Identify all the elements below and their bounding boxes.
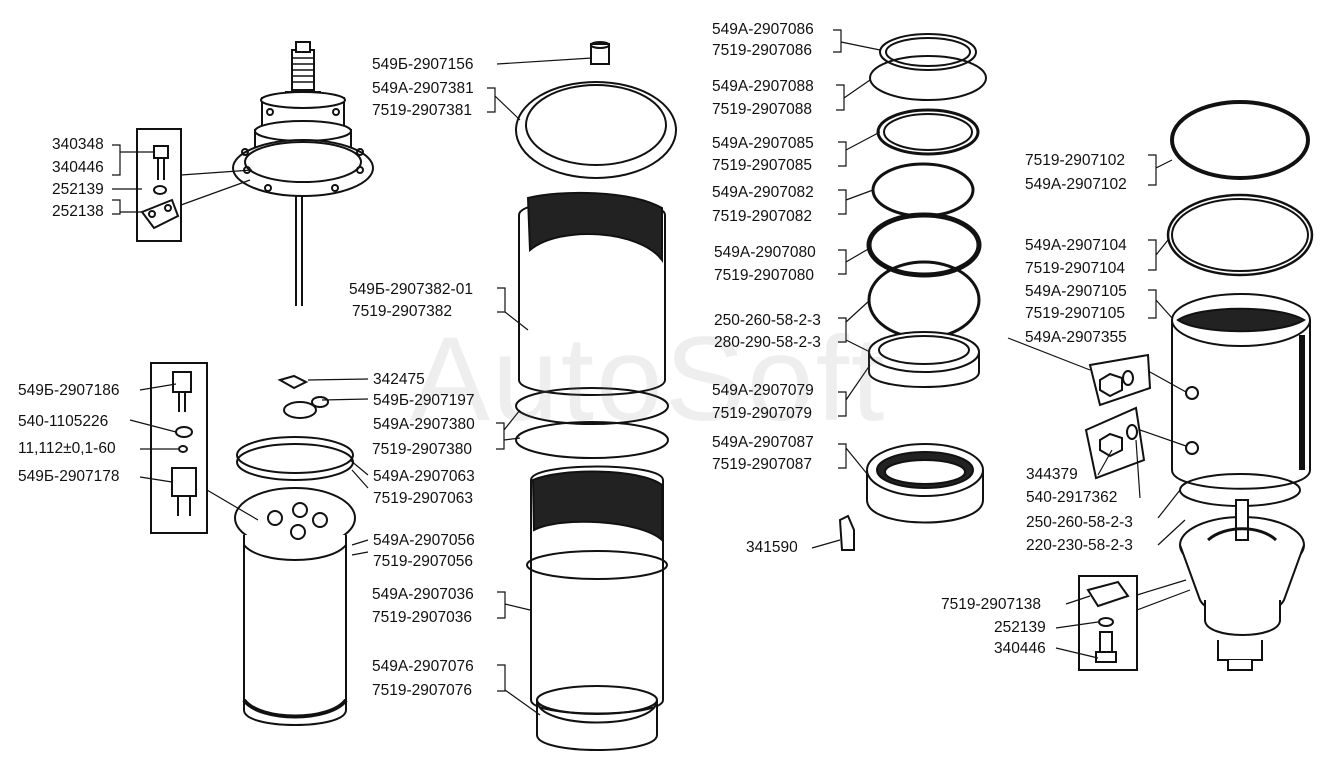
label-549a-2907104: 549А-2907104 bbox=[1025, 237, 1127, 254]
label-7519-2907381: 7519-2907381 bbox=[372, 102, 472, 119]
label-7519-2907085: 7519-2907085 bbox=[712, 157, 812, 174]
label-250-260-58-2-3-right: 250-260-58-2-3 bbox=[1026, 514, 1133, 531]
top-cap bbox=[515, 41, 677, 179]
label-549a-2907036: 549А-2907036 bbox=[372, 586, 474, 603]
label-549a-2907056: 549А-2907056 bbox=[373, 532, 475, 549]
label-7519-2907138: 7519-2907138 bbox=[941, 596, 1041, 613]
label-549a-2907079: 549А-2907079 bbox=[712, 382, 814, 399]
label-344379: 344379 bbox=[1026, 466, 1078, 483]
label-549a-2907088: 549А-2907088 bbox=[712, 78, 814, 95]
label-7519-2907082: 7519-2907082 bbox=[712, 208, 812, 225]
label-540-1105226: 540-1105226 bbox=[18, 413, 109, 430]
label-7519-2907036: 7519-2907036 bbox=[372, 609, 472, 626]
label-549a-2907087: 549А-2907087 bbox=[712, 434, 814, 451]
fastener-group-3 bbox=[1078, 353, 1191, 671]
leader-lines bbox=[112, 29, 1186, 716]
label-7519-2907382: 7519-2907382 bbox=[352, 303, 452, 320]
label-549a-2907105: 549А-2907105 bbox=[1025, 283, 1127, 300]
label-7519-2907076: 7519-2907076 bbox=[372, 682, 472, 699]
label-549b-2907156: 549Б-2907156 bbox=[372, 56, 474, 73]
label-252139-right: 252139 bbox=[994, 619, 1046, 636]
label-252139-left: 252139 bbox=[52, 181, 104, 198]
label-7519-2907079: 7519-2907079 bbox=[712, 405, 812, 422]
label-549a-2907380: 549А-2907380 bbox=[373, 416, 475, 433]
top-cover-assembly bbox=[232, 41, 374, 306]
label-7519-2907087: 7519-2907087 bbox=[712, 456, 812, 473]
label-250-260-58-2-3-center: 250-260-58-2-3 bbox=[714, 312, 821, 329]
label-341590: 341590 bbox=[746, 539, 798, 556]
label-549a-2907102: 549А-2907102 bbox=[1025, 176, 1127, 193]
upper-cylinder bbox=[515, 191, 669, 459]
label-7519-2907102: 7519-2907102 bbox=[1025, 152, 1125, 169]
fastener-group-1 bbox=[136, 128, 253, 242]
label-7519-2907105: 7519-2907105 bbox=[1025, 305, 1125, 322]
label-549a-2907080: 549А-2907080 bbox=[714, 244, 816, 261]
label-280-290-58-2-3: 280-290-58-2-3 bbox=[714, 334, 821, 351]
label-342475: 342475 bbox=[373, 371, 425, 388]
ring-stack bbox=[838, 33, 987, 551]
label-549a-2907082: 549А-2907082 bbox=[712, 184, 814, 201]
label-7519-2907056: 7519-2907056 bbox=[373, 553, 473, 570]
label-7519-2907063: 7519-2907063 bbox=[373, 490, 473, 507]
label-7519-2907088: 7519-2907088 bbox=[712, 101, 812, 118]
label-7519-2907380: 7519-2907380 bbox=[372, 441, 472, 458]
label-540-2917362: 540-2917362 bbox=[1026, 489, 1118, 506]
label-549b-2907178: 549Б-2907178 bbox=[18, 468, 120, 485]
label-7519-2907086: 7519-2907086 bbox=[712, 42, 812, 59]
left-cylinder bbox=[234, 374, 356, 726]
label-252138: 252138 bbox=[52, 203, 104, 220]
label-549b-2907186: 549Б-2907186 bbox=[18, 382, 120, 399]
label-549a-2907086: 549А-2907086 bbox=[712, 21, 814, 38]
label-220-230-58-2-3: 220-230-58-2-3 bbox=[1026, 537, 1133, 554]
label-7519-2907104: 7519-2907104 bbox=[1025, 260, 1125, 277]
label-7519-2907080: 7519-2907080 bbox=[714, 267, 814, 284]
label-549a-2907063: 549А-2907063 bbox=[373, 468, 475, 485]
label-549b-2907197: 549Б-2907197 bbox=[373, 392, 475, 409]
label-549a-2907085: 549А-2907085 bbox=[712, 135, 814, 152]
label-340348: 340348 bbox=[52, 136, 104, 153]
label-549b-2907382-01: 549Б-2907382-01 bbox=[349, 281, 473, 298]
label-340446-right: 340446 bbox=[994, 640, 1046, 657]
label-549a-2907381: 549А-2907381 bbox=[372, 80, 474, 97]
label-11-112: 11,112±0,1-60 bbox=[18, 440, 116, 457]
label-549a-2907076: 549А-2907076 bbox=[372, 658, 474, 675]
label-549a-2907355: 549А-2907355 bbox=[1025, 329, 1127, 346]
lower-cylinder bbox=[526, 465, 668, 751]
right-assembly bbox=[1166, 100, 1314, 671]
fastener-group-2 bbox=[150, 362, 259, 534]
label-340446-left: 340446 bbox=[52, 159, 104, 176]
